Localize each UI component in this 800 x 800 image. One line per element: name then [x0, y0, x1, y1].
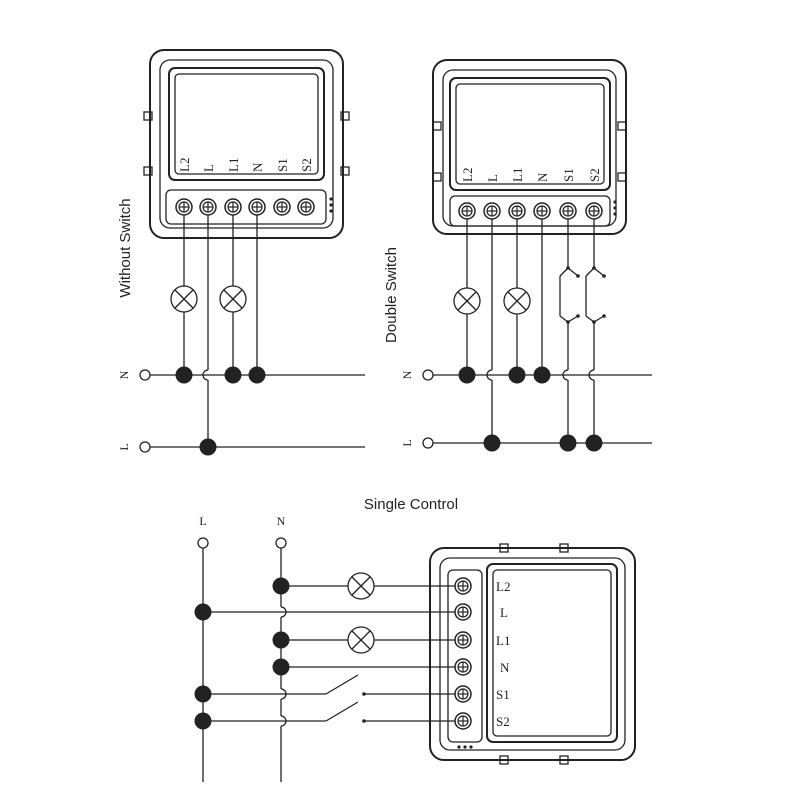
- terminal-label-s2: S2: [496, 714, 510, 729]
- terminal-label-l2: L2: [460, 168, 475, 182]
- terminal-label-l: L: [201, 164, 216, 172]
- bus-label-n: N: [277, 514, 286, 528]
- junction-dots: [194, 577, 290, 730]
- n-input-terminal: [275, 537, 287, 549]
- terminal-label-l1: L1: [226, 158, 241, 172]
- bus-label-l: L: [400, 439, 414, 446]
- wires: [150, 215, 365, 448]
- terminal-label-n: N: [250, 162, 265, 172]
- single-control-diagram: Single Control L N: [194, 496, 636, 782]
- terminal-label-l1: L1: [510, 168, 525, 182]
- diagram-title-without-switch: Without Switch: [117, 198, 134, 297]
- n-input-terminal: [422, 369, 434, 381]
- junction-dots: [175, 366, 266, 456]
- diagram-title-double-switch: Double Switch: [383, 247, 400, 343]
- l-input-terminal: [139, 441, 151, 453]
- module-outline: [429, 543, 636, 765]
- bus-label-l: L: [199, 514, 206, 528]
- bus-label-n: N: [400, 370, 414, 379]
- double-switch-diagram: L2 L L1 N S1 S2: [383, 59, 652, 452]
- terminal-label-l2: L2: [177, 158, 192, 172]
- n-input-terminal: [139, 369, 151, 381]
- terminal-label-s1: S1: [496, 687, 510, 702]
- terminal-screws: [458, 202, 603, 220]
- module-outline: [143, 49, 350, 239]
- terminal-labels: L2 L L1 N S1 S2: [460, 168, 602, 182]
- bus-label-n: N: [117, 370, 131, 379]
- terminal-screws: [454, 577, 472, 730]
- lamp-icon: [503, 287, 531, 315]
- terminal-label-l2: L2: [496, 579, 510, 594]
- wires: [433, 219, 652, 444]
- terminal-label-l: L: [500, 605, 508, 620]
- wires: [202, 548, 455, 782]
- terminal-label-n: N: [535, 172, 550, 182]
- lamp-icon: [453, 287, 481, 315]
- module-outline: [432, 59, 627, 235]
- terminal-screws: [175, 198, 315, 216]
- terminal-label-l: L: [485, 174, 500, 182]
- terminal-label-s2: S2: [587, 168, 602, 182]
- l-input-terminal: [422, 437, 434, 449]
- lamp-icon: [347, 572, 375, 600]
- lamp-icon: [347, 626, 375, 654]
- terminal-label-s2: S2: [299, 158, 314, 172]
- terminal-label-l1: L1: [496, 633, 510, 648]
- bus-label-l: L: [117, 443, 131, 450]
- lamp-icon: [170, 285, 198, 313]
- terminal-label-s1: S1: [275, 158, 290, 172]
- junction-dots: [458, 366, 603, 452]
- l-input-terminal: [197, 537, 209, 549]
- terminal-label-s1: S1: [561, 168, 576, 182]
- diagram-title-single-control: Single Control: [364, 496, 458, 513]
- terminal-labels: L2 L L1 N S1 S2: [177, 158, 314, 172]
- without-switch-diagram: L2 L L1 N S1 S2: [117, 49, 365, 456]
- lamp-icon: [219, 285, 247, 313]
- terminal-label-n: N: [500, 660, 510, 675]
- terminal-labels: L2 L L1 N S1 S2: [496, 579, 510, 729]
